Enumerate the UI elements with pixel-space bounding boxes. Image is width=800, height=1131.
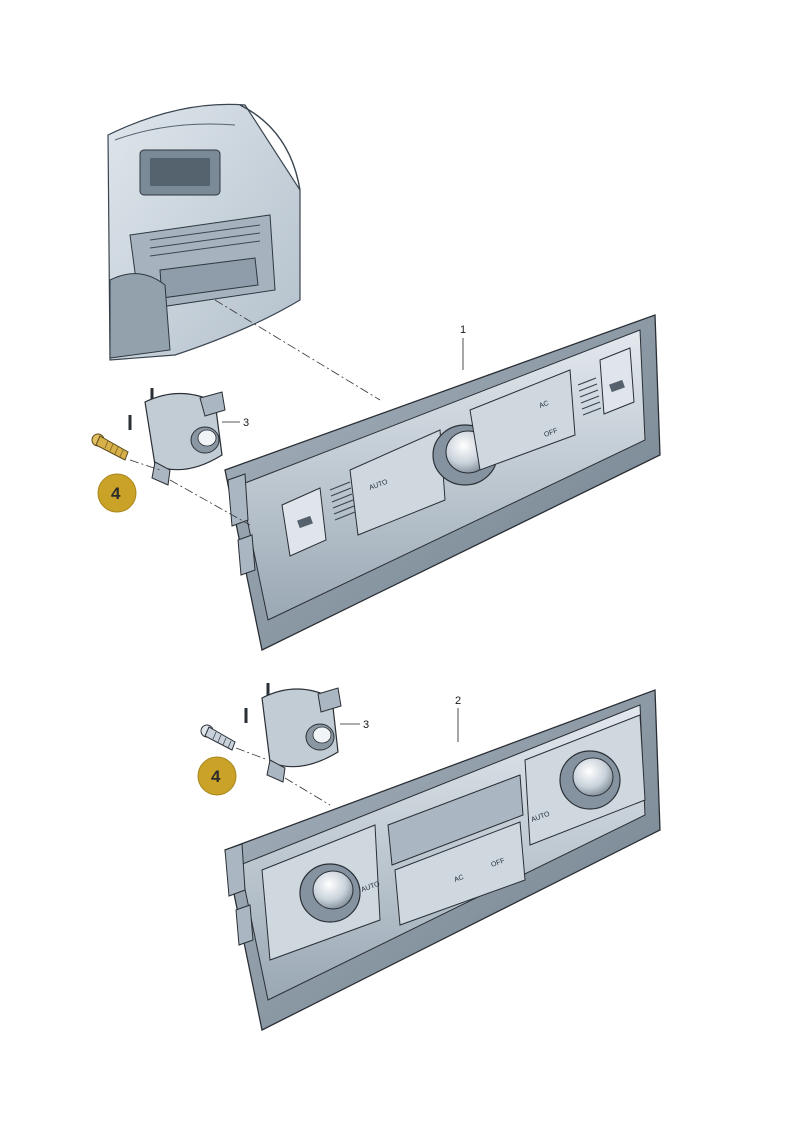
connector-line-bracket-lower xyxy=(284,777,331,806)
connector-line-screw-lower xyxy=(235,747,269,761)
screw-upper-highlighted xyxy=(91,433,129,461)
mounting-bracket-lower xyxy=(244,683,342,783)
callout-part-1: 1 xyxy=(460,324,466,336)
climate-control-panel-2: AUTO AC OFF AUTO xyxy=(224,689,661,1031)
screw-lower xyxy=(200,724,236,751)
connector-line-screw-upper xyxy=(129,459,161,471)
callout-part-3-lower: 3 xyxy=(363,719,369,731)
panel-1-off-label: OFF xyxy=(543,428,559,439)
panel-1-ac-label: AC xyxy=(538,400,550,410)
part-4-badge-lower-text: 4 xyxy=(211,767,221,786)
part-4-badge-upper-text: 4 xyxy=(111,484,121,503)
dashboard-context-illustration xyxy=(107,103,301,361)
callout-part-2: 2 xyxy=(455,695,461,707)
part-4-badge-lower xyxy=(197,756,237,796)
connector-line-dashboard xyxy=(214,299,381,401)
mounting-bracket-upper xyxy=(128,388,226,486)
panel-2-off-label: OFF xyxy=(490,858,506,869)
connector-line-bracket-upper xyxy=(169,479,251,526)
part-4-badge-upper xyxy=(97,473,137,513)
panel-2-ac-label: AC xyxy=(453,874,465,884)
callout-part-3-upper: 3 xyxy=(243,417,249,429)
climate-control-panel-1: AUTO AC OFF xyxy=(224,314,661,651)
